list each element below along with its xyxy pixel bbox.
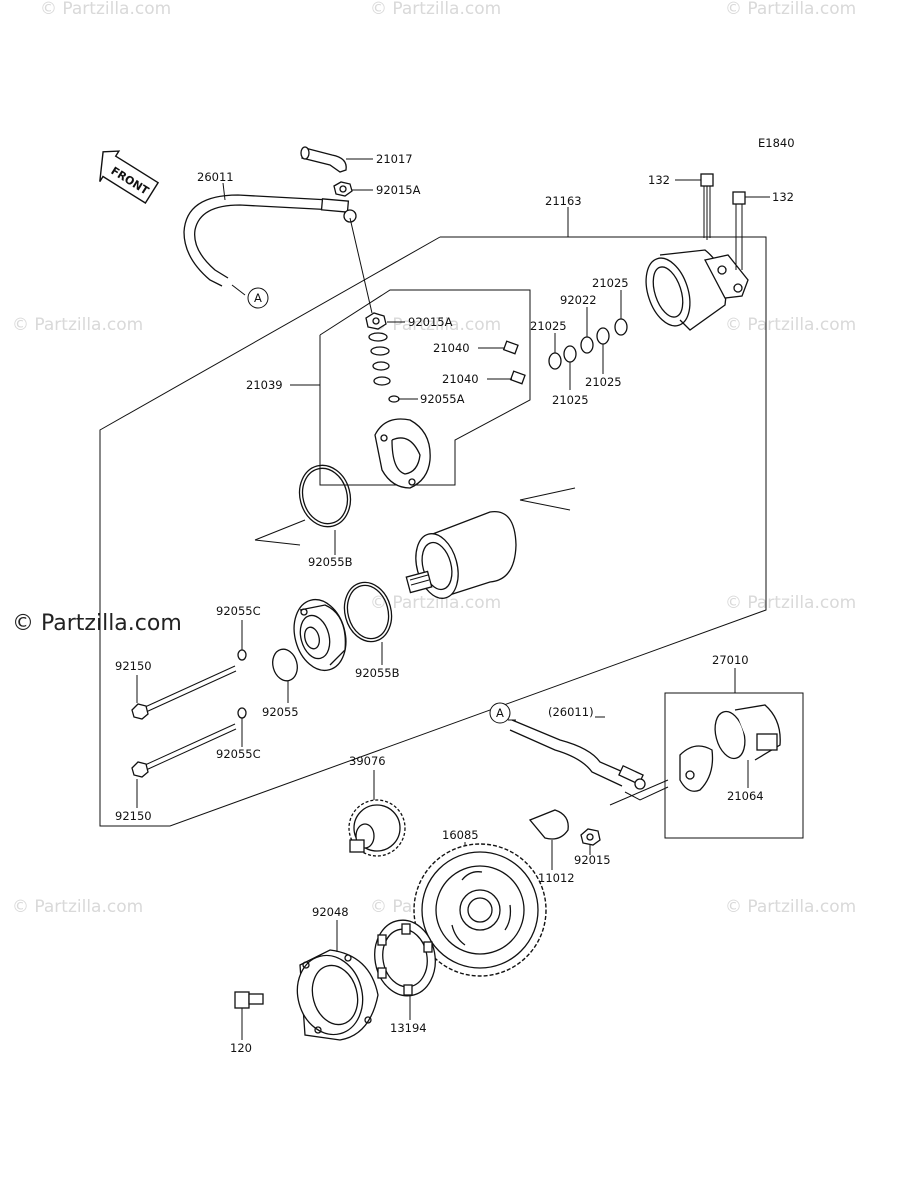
part-label-92055a: 92055A: [420, 392, 465, 406]
relay-box-outline: [664, 692, 804, 839]
watermark: © Partzilla.com: [725, 315, 856, 335]
o-ring-92055b-upper: [298, 464, 352, 528]
o-ring-92055c-a: [237, 649, 247, 661]
through-bolt-b: [131, 723, 237, 778]
clutch-holder: [296, 949, 379, 1041]
part-label-92150-b: 92150: [115, 809, 152, 823]
watermark: © Partzilla.com: [370, 315, 501, 335]
watermark: © Partzilla.com: [12, 897, 143, 917]
watermark: © Partzilla.com: [40, 0, 171, 19]
part-label-92048: 92048: [312, 905, 349, 919]
part-label-92150-a: 92150: [115, 659, 152, 673]
part-label-92055c-a: 92055C: [216, 604, 261, 618]
part-label-132-left: 132: [648, 173, 670, 187]
part-label-21064: 21064: [727, 789, 764, 803]
part-label-26011-paren: (26011): [548, 705, 594, 719]
one-way-clutch: [374, 919, 436, 997]
rear-cover: [645, 249, 749, 331]
terminal-washer-stack: [349, 217, 391, 386]
part-label-92015: 92015: [574, 853, 611, 867]
part-label-120: 120: [230, 1041, 252, 1055]
front-arrow-icon: FRONT: [99, 150, 160, 204]
part-label-26011: 26011: [197, 170, 234, 184]
part-label-21163: 21163: [545, 194, 582, 208]
idle-gear: [348, 799, 406, 857]
starter-clutch-gear: [413, 843, 547, 977]
o-ring-92055b-lower: [343, 581, 393, 643]
o-ring-92055: [272, 648, 298, 682]
ref-marker-a-bottom: A: [489, 702, 516, 724]
o-ring-92055c-b: [237, 707, 247, 719]
small-o-ring: [388, 395, 400, 403]
starter-assembly-outline: [99, 236, 767, 827]
watermark: © Partzilla.com: [370, 593, 501, 613]
part-label-92015a-top: 92015A: [376, 183, 421, 197]
ref-marker-a-top: A: [231, 284, 269, 309]
part-label-21040-a: 21040: [433, 341, 470, 355]
watermark: © Partzilla.com: [725, 0, 856, 19]
nut-lower: [580, 828, 601, 846]
part-label-92055c-b: 92055C: [216, 747, 261, 761]
diagram-code: E1840: [758, 136, 795, 150]
watermark-main: © Partzilla.com: [12, 611, 182, 636]
part-label-92015a-mid: 92015A: [408, 315, 453, 329]
brush-a: [502, 340, 519, 355]
part-label-92055b-a: 92055B: [308, 555, 353, 569]
brush-holder-outline: [319, 289, 531, 486]
part-label-16085: 16085: [442, 828, 479, 842]
part-label-92022: 92022: [560, 293, 597, 307]
leader-lines: [136, 158, 770, 1040]
bolt-132-right: [732, 191, 746, 270]
starter-yoke: [405, 510, 517, 599]
part-label-39076: 39076: [349, 754, 386, 768]
part-label-21025-b: 21025: [530, 319, 567, 333]
part-label-21040-b: 21040: [442, 372, 479, 386]
watermark: © Partzilla.com: [725, 593, 856, 613]
part-label-92055: 92055: [262, 705, 299, 719]
part-label-11012: 11012: [538, 871, 575, 885]
svg-text:A: A: [254, 291, 262, 305]
starter-cable-top: [183, 194, 357, 287]
bolt-120: [234, 991, 264, 1009]
watermark: © Partzilla.com: [12, 315, 143, 335]
starter-cable-lower: [509, 719, 646, 790]
nut-top: [333, 181, 353, 197]
part-label-13194: 13194: [390, 1021, 427, 1035]
bolt-132-left: [700, 173, 714, 240]
part-labels: 21017 26011 92015A 21163 132 132 21025 9…: [115, 152, 794, 1055]
part-label-21039: 21039: [246, 378, 283, 392]
part-label-21025-a: 21025: [592, 276, 629, 290]
svg-text:A: A: [496, 706, 504, 720]
brush-b: [509, 370, 526, 385]
starter-relay: [679, 704, 781, 792]
brush-plate: [374, 418, 431, 489]
watermark: © Partzilla.com: [725, 897, 856, 917]
watermark: © Partzilla.com: [370, 0, 501, 19]
part-label-92055b-b: 92055B: [355, 666, 400, 680]
part-label-132-right: 132: [772, 190, 794, 204]
part-label-21017: 21017: [376, 152, 413, 166]
front-cover: [293, 598, 347, 672]
watermarks: © Partzilla.com © Partzilla.com © Partzi…: [12, 0, 856, 917]
part-label-21025-d: 21025: [552, 393, 589, 407]
part-label-21025-c: 21025: [585, 375, 622, 389]
part-label-27010: 27010: [712, 653, 749, 667]
cap-11012: [528, 809, 569, 840]
through-bolt-a: [131, 665, 237, 720]
terminal-cap: [300, 146, 347, 173]
